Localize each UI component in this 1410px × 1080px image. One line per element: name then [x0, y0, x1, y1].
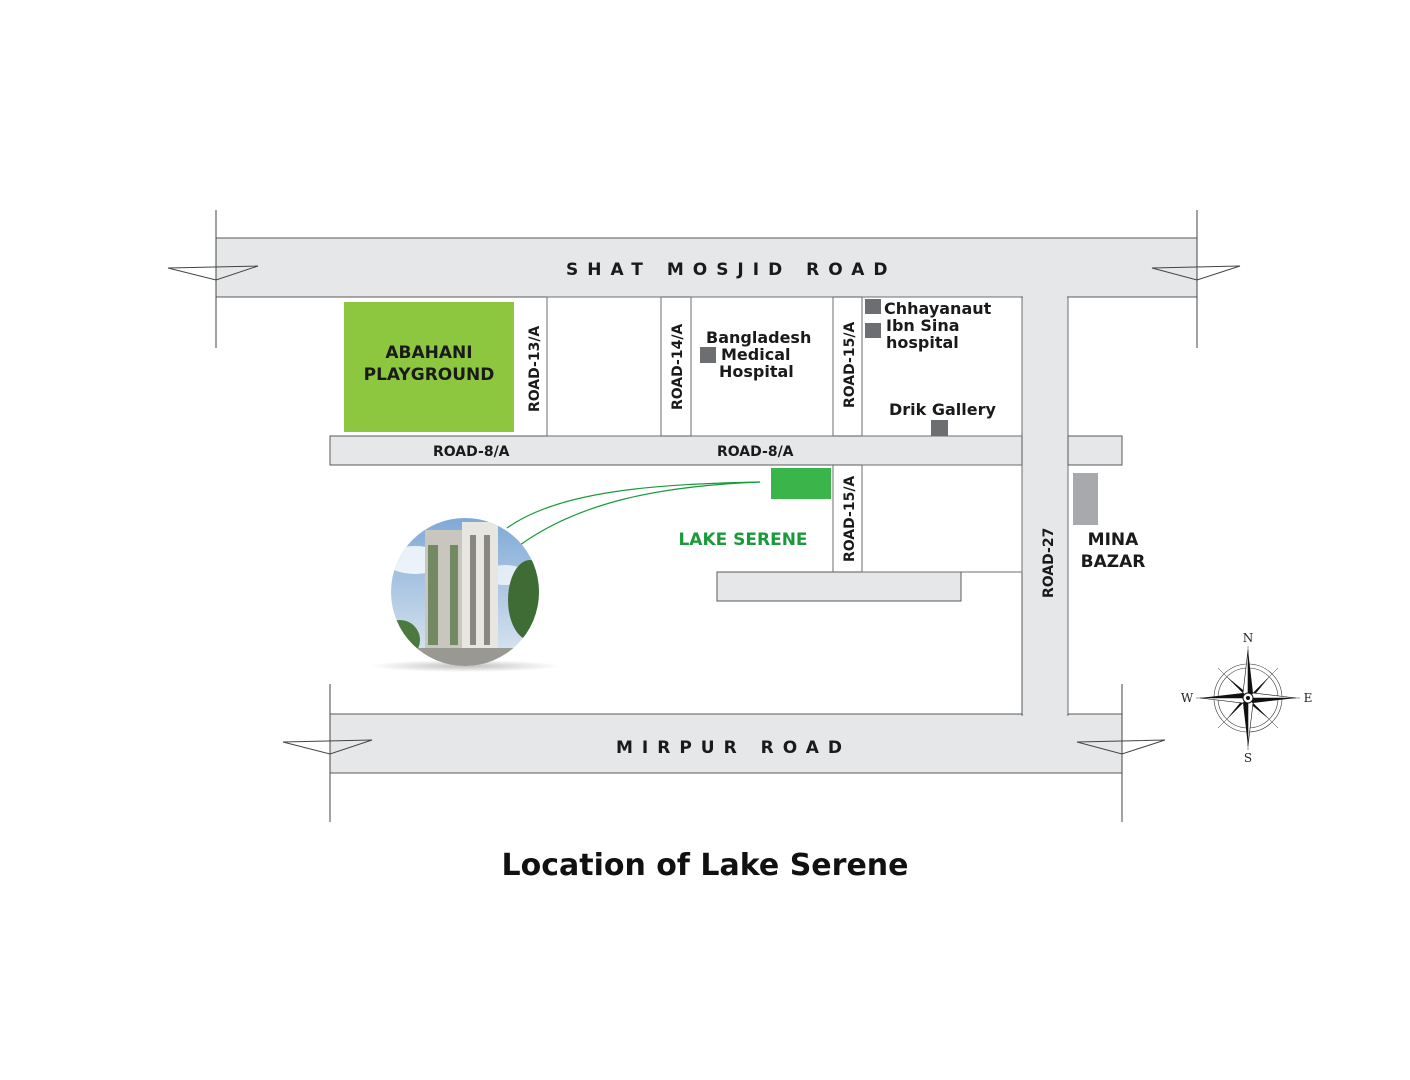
road-8a-strip: [329, 435, 1123, 466]
chhayanaut-marker: [865, 299, 881, 314]
abahani-playground: [344, 302, 514, 432]
bmh-label-2: Medical: [721, 345, 790, 364]
lake-serene-marker: [771, 468, 831, 499]
callout-lines: [506, 481, 761, 546]
road-8a-label-right: ROAD-8/A: [717, 444, 794, 460]
drik-label: Drik Gallery: [889, 400, 997, 419]
ibn-sina-label-2: hospital: [886, 333, 959, 352]
road-network: [215, 237, 1198, 774]
road-8a-label-left: ROAD-8/A: [433, 444, 510, 460]
map-title: Location of Lake Serene: [501, 848, 909, 883]
ibn-sina-label-1: Ibn Sina: [886, 316, 960, 335]
mirpur-road: [329, 713, 1123, 774]
shat-mosjid-road: [215, 237, 1198, 298]
poi-markers: [700, 299, 948, 436]
block-lower-right: [861, 464, 1023, 573]
compass-e: E: [1304, 691, 1313, 705]
compass-rose-icon: N S E W: [1181, 631, 1313, 765]
compass-s: S: [1244, 751, 1252, 765]
road-14a-label: ROAD-14/A: [670, 324, 686, 410]
block-road13-14: [546, 296, 662, 437]
bmh-marker: [700, 347, 716, 363]
lake-serene-label: LAKE SERENE: [678, 530, 807, 550]
city-blocks: [546, 296, 1023, 573]
compass-n: N: [1243, 631, 1254, 645]
road-bottom-spur: [716, 571, 962, 602]
road-27-label: ROAD-27: [1041, 528, 1057, 598]
mina-label-2: BAZAR: [1081, 552, 1146, 572]
ibn-sina-marker: [865, 323, 881, 338]
mina-label-1: MINA: [1088, 530, 1139, 550]
building-photo: [391, 518, 539, 666]
bmh-label-3: Hospital: [719, 362, 794, 381]
drik-marker: [931, 420, 948, 436]
road-break-marks: [167, 210, 1241, 822]
block-road14-15: [690, 296, 834, 437]
abahani-label-2: PLAYGROUND: [364, 365, 495, 385]
compass-w: W: [1181, 691, 1194, 705]
road-13a-label: ROAD-13/A: [527, 326, 543, 412]
shat-mosjid-road-label: SHAT MOSJID ROAD: [566, 260, 896, 280]
mirpur-road-label: MIRPUR ROAD: [616, 738, 851, 758]
bmh-label-1: Bangladesh: [706, 328, 811, 347]
chhayanaut-label: Chhayanaut: [884, 299, 992, 318]
road-15a-top-label: ROAD-15/A: [842, 322, 858, 408]
abahani-label-1: ABAHANI: [385, 343, 472, 363]
road-15a-bottom-label: ROAD-15/A: [842, 476, 858, 562]
road-27-strip: [1021, 296, 1069, 716]
mina-bazar-marker: [1073, 473, 1098, 525]
block-road15-27: [861, 296, 1023, 437]
